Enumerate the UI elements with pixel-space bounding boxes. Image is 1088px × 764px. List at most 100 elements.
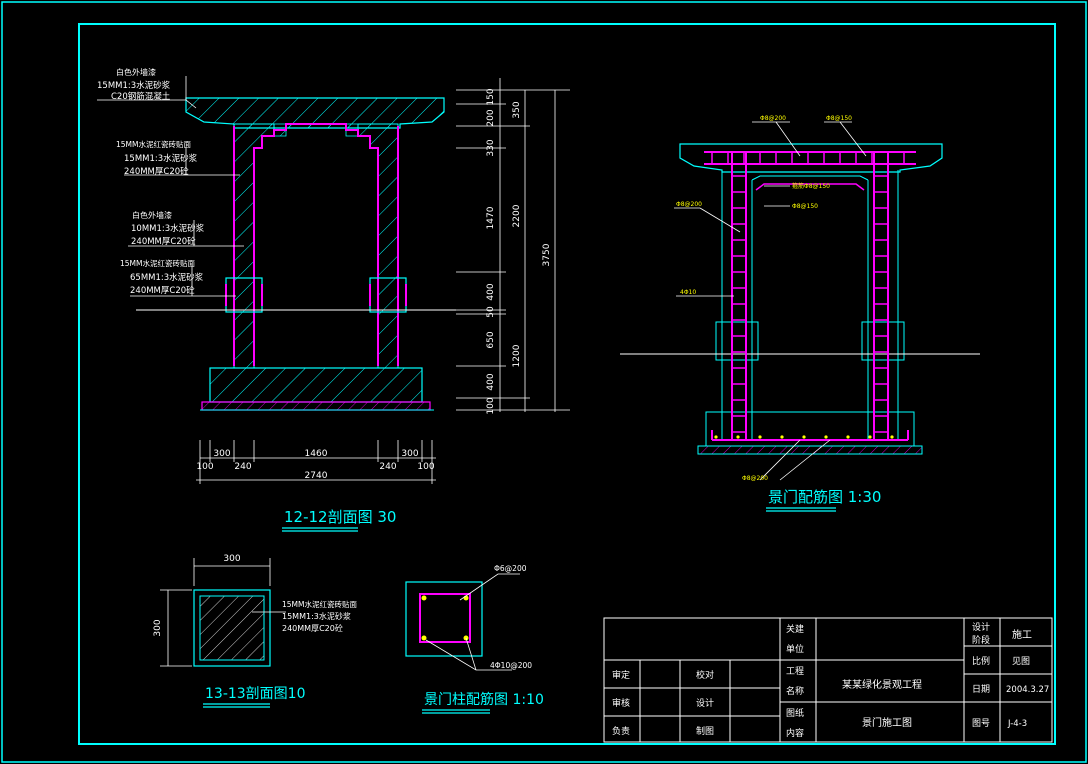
section-12-height-dims: 150 200 330 1470 50 400 650 400 100 350 … xyxy=(486,88,552,414)
dim-300-right: 300 xyxy=(401,449,418,459)
rebar-label-2: Φ8@150 xyxy=(826,115,852,122)
tb-phase-label-1: 设计 xyxy=(972,621,990,633)
tb-phase: 施工 xyxy=(1012,628,1032,641)
note-4-line-1: 15MM水泥红瓷砖贴面 xyxy=(120,258,195,268)
rebar-dots xyxy=(714,435,894,439)
note-3-line-2: 10MM1:3水泥砂浆 xyxy=(131,223,205,234)
tb-phase-label-2: 阶段 xyxy=(972,634,990,646)
section-13-dim-h: 300 xyxy=(153,619,163,636)
tb-scale-label: 比例 xyxy=(972,655,990,667)
note-1-line-1: 白色外墙漆 xyxy=(116,67,156,77)
note-3-line-3: 240MM厚C20砼 xyxy=(131,236,196,247)
rebar-label-1: Φ8@200 xyxy=(760,115,786,122)
dim-3750: 3750 xyxy=(542,243,552,266)
tb-project-name: 某某绿化景观工程 xyxy=(842,678,922,691)
tb-content-label-1: 图纸 xyxy=(786,707,804,719)
rebar-labels: Φ8@200 Φ8@150 Φ8@200 4Φ10 箍筋Φ8@150 Φ8@15… xyxy=(676,115,852,482)
dim-100: 100 xyxy=(486,397,496,414)
dim-330: 330 xyxy=(486,139,496,156)
rebar-label-3: Φ8@200 xyxy=(676,201,702,208)
cushion-layer xyxy=(201,401,431,411)
rebar-dot xyxy=(846,435,850,439)
section-13-dim-w: 300 xyxy=(223,554,240,564)
rebar-title: 景门配筋图 1:30 xyxy=(768,488,881,506)
title-block-text: 审定 审核 负责 校对 设计 制图 关建 单位 工程 名称 图纸 内容 某某绿化… xyxy=(612,621,1049,739)
tb-review1: 审定 xyxy=(612,669,630,681)
rebar-dot xyxy=(758,435,762,439)
tb-project-label-2: 名称 xyxy=(786,685,804,697)
tb-related-unit-2: 单位 xyxy=(786,643,804,655)
tb-design: 设计 xyxy=(696,697,714,709)
cap-beam xyxy=(185,97,445,129)
dim-1200: 1200 xyxy=(512,344,522,367)
section-13-drawing xyxy=(160,558,286,667)
title-block xyxy=(603,617,1053,743)
column-label-bars: 4Φ10@200 xyxy=(490,661,532,670)
rebar-label-5: 箍筋Φ8@150 xyxy=(792,182,830,190)
dim-1460: 1460 xyxy=(305,449,328,459)
tb-sheet: J-4-3 xyxy=(1007,719,1027,729)
rebar-dot xyxy=(890,435,894,439)
tb-check: 校对 xyxy=(696,669,714,681)
section-13-note-1: 15MM水泥红瓷砖贴面 xyxy=(282,599,357,609)
dim-240-right: 240 xyxy=(379,462,396,472)
note-1-line-2: 15MM1:3水泥砂浆 xyxy=(97,80,171,91)
note-4-line-3: 240MM厚C20砼 xyxy=(130,285,195,296)
dim-100-right: 100 xyxy=(417,462,434,472)
column-rebar-drawing xyxy=(405,573,520,671)
dim-150: 150 xyxy=(486,88,496,105)
dim-240-left: 240 xyxy=(234,462,251,472)
dim-2740: 2740 xyxy=(305,471,328,481)
note-2-line-3: 240MM厚C20砼 xyxy=(124,166,189,177)
rebar-label-6: Φ8@150 xyxy=(792,203,818,210)
dim-400-lower: 400 xyxy=(486,373,496,390)
section-13-note-3: 240MM厚C20砼 xyxy=(282,623,343,633)
section-13-note-2: 15MM1:3水泥砂浆 xyxy=(282,611,351,621)
rebar-drawing xyxy=(620,143,980,455)
dim-1470: 1470 xyxy=(486,206,496,229)
dim-400-upper: 400 xyxy=(486,283,496,300)
note-3-line-1: 白色外墙漆 xyxy=(132,210,172,220)
dim-200: 200 xyxy=(486,109,496,126)
dim-2200: 2200 xyxy=(512,204,522,227)
dim-650: 650 xyxy=(486,331,496,348)
note-2-line-2: 15MM1:3水泥砂浆 xyxy=(124,153,198,164)
dim-50: 50 xyxy=(486,306,496,318)
note-2-line-1: 15MM水泥红瓷砖贴面 xyxy=(116,139,191,149)
section-12-notes: 白色外墙漆 15MM1:3水泥砂浆 C20钢筋混凝土 15MM水泥红瓷砖贴面 1… xyxy=(97,67,205,296)
column-title: 景门柱配筋图 1:10 xyxy=(424,691,544,708)
rebar-dot xyxy=(868,435,872,439)
tb-review2: 审核 xyxy=(612,697,630,709)
footing xyxy=(209,367,423,403)
tb-review3: 负责 xyxy=(612,725,630,737)
rebar-dot xyxy=(736,435,740,439)
column-label-stirrup: Φ6@200 xyxy=(494,564,527,573)
tb-content-label-2: 内容 xyxy=(786,727,804,739)
section-12-drawing xyxy=(97,76,570,484)
tb-draw: 制图 xyxy=(696,725,714,737)
tb-related-unit-1: 关建 xyxy=(786,623,804,635)
arch-tile-outline xyxy=(253,123,379,366)
tb-scale: 见图 xyxy=(1012,656,1030,667)
pillar-outer-outline xyxy=(233,126,399,366)
rebar-label-4: 4Φ10 xyxy=(680,289,696,296)
stirrups xyxy=(711,152,905,433)
note-4-line-2: 65MM1:3水泥砂浆 xyxy=(130,272,204,283)
rebar-dot xyxy=(714,435,718,439)
note-1-line-3: C20钢筋混凝土 xyxy=(111,91,171,102)
rebar-dot xyxy=(802,435,806,439)
rebar-dot xyxy=(824,435,828,439)
inner-frame xyxy=(78,23,1056,745)
rebar-dot xyxy=(780,435,784,439)
dim-300-left: 300 xyxy=(213,449,230,459)
section-13-title: 13-13剖面图10 xyxy=(205,686,306,702)
tb-date-label: 日期 xyxy=(972,684,990,695)
tb-drawing-name: 景门施工图 xyxy=(862,716,912,729)
tb-project-label-1: 工程 xyxy=(786,666,804,677)
rebar-leaders xyxy=(674,121,867,481)
tb-sheet-label: 图号 xyxy=(972,718,990,729)
dim-350: 350 xyxy=(512,101,522,118)
section-12-title: 12-12剖面图 30 xyxy=(284,508,396,526)
